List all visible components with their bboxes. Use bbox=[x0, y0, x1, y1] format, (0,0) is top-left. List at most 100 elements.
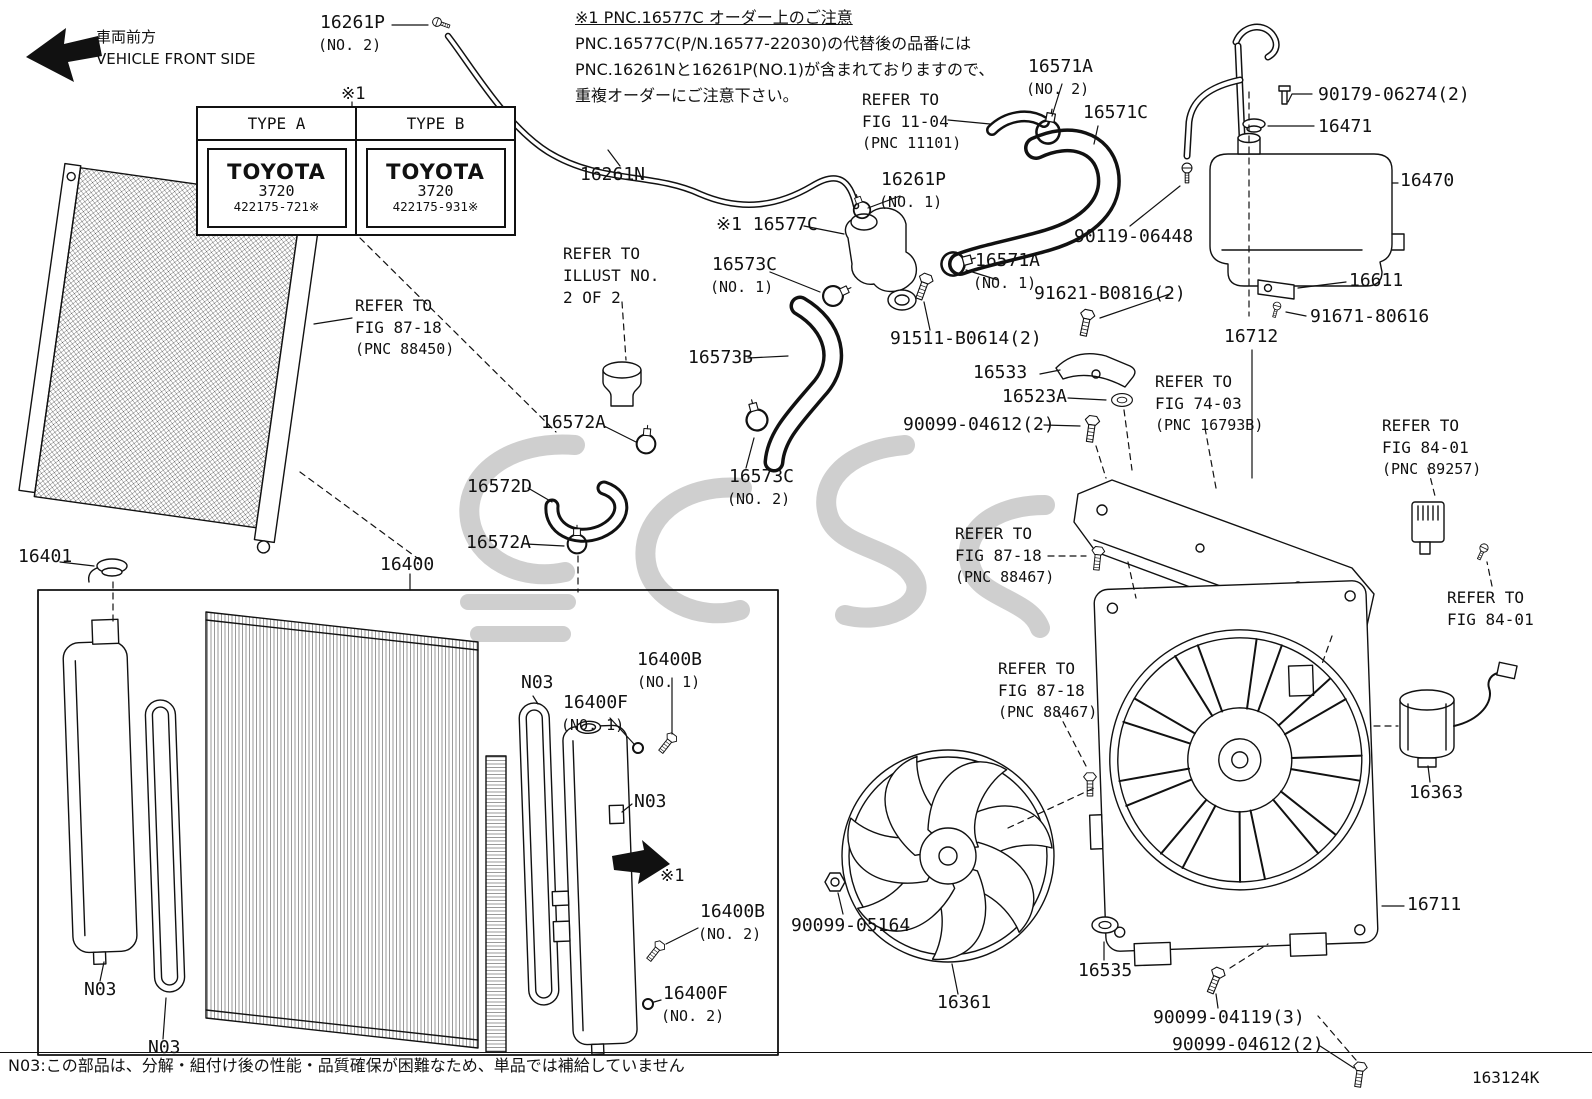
grommet-icon bbox=[1111, 393, 1133, 407]
water-outlet-16572A-art bbox=[602, 361, 642, 407]
label-16400F-no2: 16400F bbox=[663, 983, 729, 1004]
type-table: TYPE A TYPE B TOYOTA 3720 422175-721※ TO… bbox=[196, 106, 516, 236]
label-16711: 16711 bbox=[1407, 894, 1462, 915]
fan-shroud-art bbox=[1088, 580, 1379, 967]
ref-fig-87-18a-l3: (PNC 88450) bbox=[355, 340, 455, 358]
radiator-cap-art bbox=[87, 558, 128, 583]
label-16572A-lower: 16572A bbox=[466, 532, 532, 553]
label-16572A-upper: 16572A bbox=[541, 412, 607, 433]
label-n03-b: N03 bbox=[634, 791, 667, 812]
label-16400: 16400 bbox=[380, 554, 435, 575]
bolt-icon bbox=[1089, 545, 1106, 572]
type-b-brand: TOYOTA bbox=[386, 160, 485, 185]
ref-fig-74-03-l2: FIG 74-03 bbox=[1155, 394, 1242, 413]
radiator-box-art bbox=[37, 558, 779, 1056]
bolt-icon bbox=[1350, 1060, 1369, 1089]
label-16573C-no2-sub: (NO. 2) bbox=[727, 490, 791, 508]
notice-line4: 重複オーダーにご注意下さい。 bbox=[575, 86, 799, 105]
fan-motor-art bbox=[1399, 661, 1518, 768]
label-16400B-no1-sub: (NO. 1) bbox=[637, 673, 701, 691]
bolt-icon bbox=[1202, 965, 1228, 997]
label-16573C-no1-sub: (NO. 1) bbox=[710, 278, 774, 296]
ref-fig-87-18c-l1: REFER TO bbox=[998, 659, 1076, 678]
label-16261N: 16261N bbox=[580, 164, 646, 185]
ref-fig-87-18c-l2: FIG 87-18 bbox=[998, 681, 1085, 700]
label-16571C: 16571C bbox=[1083, 102, 1149, 123]
ref-fig-87-18c-l3: (PNC 88467) bbox=[998, 703, 1098, 721]
label-16712: 16712 bbox=[1224, 326, 1279, 347]
label-16572D: 16572D bbox=[467, 476, 533, 497]
label-16261P-no1: 16261P bbox=[881, 169, 947, 190]
label-16523A: 16523A bbox=[1002, 386, 1068, 407]
type-a-cell: TOYOTA 3720 422175-721※ bbox=[198, 141, 357, 234]
reservoir-tank-art bbox=[1183, 23, 1405, 287]
type-a-header: TYPE A bbox=[198, 108, 357, 139]
label-n03-a: N03 bbox=[521, 672, 554, 693]
condenser-art bbox=[18, 162, 323, 554]
screw-icon bbox=[1181, 162, 1193, 184]
type-a-code: 422175-721※ bbox=[233, 198, 320, 214]
ref-fig-74-03-l3: (PNC 16793B) bbox=[1155, 416, 1264, 434]
type-b-header: TYPE B bbox=[406, 114, 465, 133]
label-91511-B0614: 91511-B0614(2) bbox=[890, 328, 1042, 349]
label-16400F-no2-sub: (NO. 2) bbox=[661, 1007, 725, 1025]
notice-line3: PNC.16261Nと16261P(NO.1)が含まれておりますので、 bbox=[575, 60, 995, 79]
label-16400B-no2: 16400B bbox=[700, 901, 766, 922]
hose-16573B-art bbox=[763, 295, 844, 473]
label-90099-04612-top: 90099-04612(2) bbox=[903, 414, 1055, 435]
water-inlet-16577C-art bbox=[844, 207, 917, 311]
ref-fig-84-01b-l2: FIG 84-01 bbox=[1447, 610, 1534, 629]
ref-fig-87-18a-l2: FIG 87-18 bbox=[355, 318, 442, 337]
label-16571A-no2-sub: (NO. 2) bbox=[1026, 80, 1090, 98]
type-a-brand: TOYOTA bbox=[227, 160, 326, 185]
fan-resistor-art bbox=[1411, 501, 1445, 555]
ref-fig-87-18b-l3: (PNC 88467) bbox=[955, 568, 1055, 586]
table-star: ※1 bbox=[341, 84, 366, 104]
grommet-16535-icon bbox=[1091, 916, 1119, 934]
bracket-16533-art bbox=[1055, 353, 1136, 388]
label-16401: 16401 bbox=[18, 546, 73, 567]
label-16577C: ※1 16577C bbox=[716, 214, 818, 235]
ref-fig-87-18a-l1: REFER TO bbox=[355, 296, 433, 315]
label-16535: 16535 bbox=[1078, 960, 1133, 981]
label-90099-05164: 90099-05164 bbox=[791, 915, 911, 936]
detail-arrow-icon bbox=[612, 840, 670, 884]
label-90119-06448: 90119-06448 bbox=[1074, 226, 1194, 247]
ref-illust-l2: ILLUST NO. bbox=[563, 266, 660, 285]
label-16573B: 16573B bbox=[688, 347, 754, 368]
type-b-cell: TOYOTA 3720 422175-931※ bbox=[357, 141, 514, 234]
bracket-16611-art bbox=[1257, 279, 1295, 300]
leader-lines bbox=[59, 24, 1431, 1069]
label-16571A-no2: 16571A bbox=[1028, 56, 1094, 77]
hex-nut-icon bbox=[824, 872, 846, 892]
label-16261P-no2: 16261P bbox=[320, 12, 386, 33]
bolt-icon bbox=[1075, 307, 1097, 338]
label-16361: 16361 bbox=[937, 992, 992, 1013]
label-16261P-no1-sub: (NO. 1) bbox=[879, 193, 943, 211]
hose-clamp-icon bbox=[818, 277, 857, 311]
type-b-code: 422175-931※ bbox=[392, 198, 479, 214]
label-16471: 16471 bbox=[1318, 116, 1373, 137]
jp-vehicle-front: 車両前方 bbox=[96, 28, 157, 46]
bottom-rule bbox=[0, 1052, 1592, 1053]
ref-fig-84-01b-l1: REFER TO bbox=[1447, 588, 1525, 607]
screw-icon bbox=[1474, 541, 1491, 562]
label-16573C-no1: 16573C bbox=[712, 254, 778, 275]
dashed-lines bbox=[112, 91, 1493, 1061]
label-16400B-no2-sub: (NO. 2) bbox=[698, 925, 762, 943]
ref-illust-l3: 2 OF 2 bbox=[563, 288, 621, 307]
watermark bbox=[459, 434, 1055, 642]
ref-fig-84-01a-l2: FIG 84-01 bbox=[1382, 438, 1469, 457]
type-a-number: 3720 bbox=[258, 182, 295, 201]
ref-illust-l1: REFER TO bbox=[563, 244, 641, 263]
ref-fig-84-01a-l3: (PNC 89257) bbox=[1382, 460, 1482, 478]
pipe-fig-11-04-art bbox=[986, 110, 1050, 136]
bolt-icon bbox=[1083, 772, 1097, 797]
label-16571A-no1-sub: (NO. 1) bbox=[973, 274, 1037, 292]
en-vehicle-front: VEHICLE FRONT SIDE bbox=[96, 50, 256, 68]
notice-line1: ※1 PNC.16577C オーダー上のご注意 bbox=[575, 8, 853, 27]
ref-fig-87-18b-l2: FIG 87-18 bbox=[955, 546, 1042, 565]
label-16611: 16611 bbox=[1349, 270, 1404, 291]
clamp-screw-icon bbox=[430, 15, 452, 32]
hose-16572D-art bbox=[544, 480, 629, 543]
